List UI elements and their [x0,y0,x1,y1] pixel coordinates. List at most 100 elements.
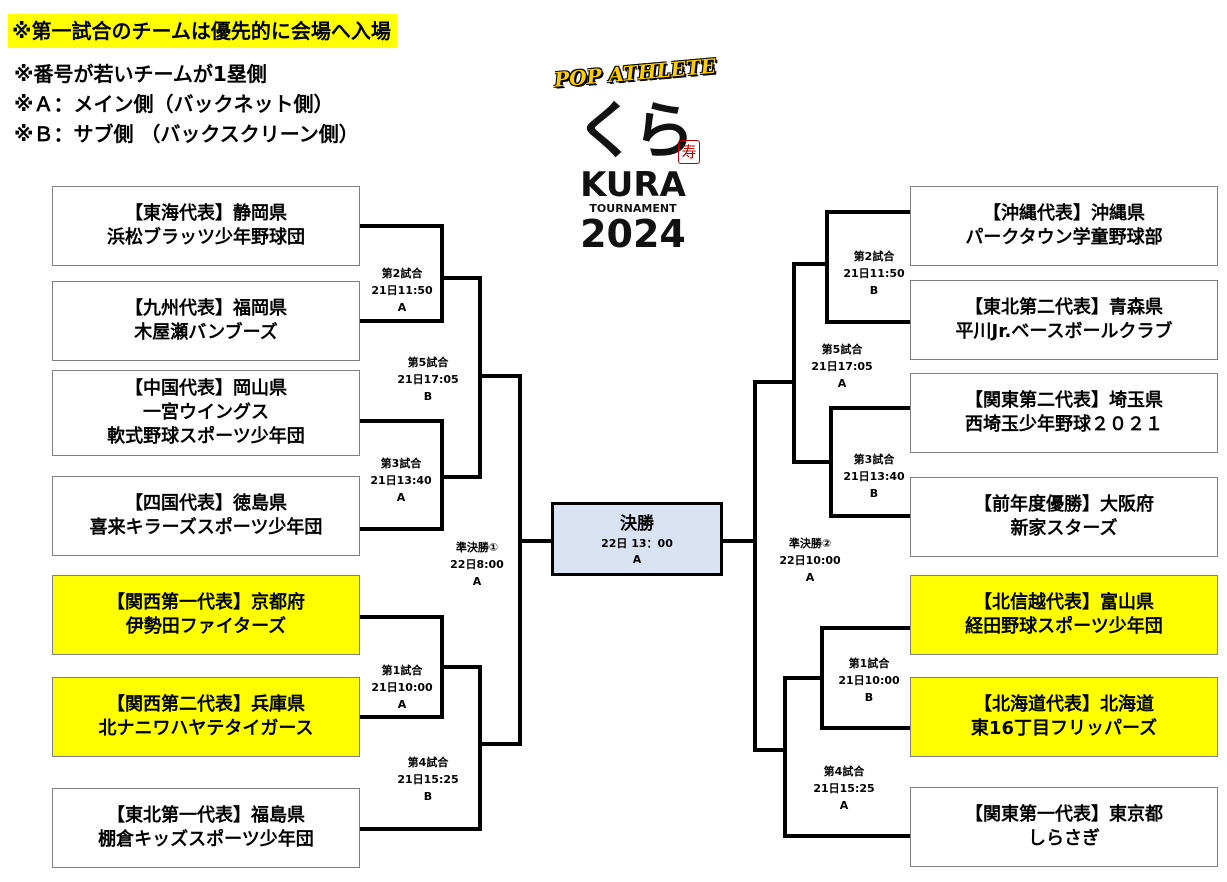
bracket-line [783,676,824,680]
bracket-line [783,834,910,838]
team-name: 平川Jr.ベースボールクラブ [955,321,1173,342]
team-region: 【関西第一代表】京都府 [107,592,305,613]
bracket-line [478,374,522,378]
bracket-line [440,475,482,479]
logo-tournament-text: TOURNAMENT [589,202,677,215]
team-region: 【東海代表】静岡県 [125,203,287,224]
team-left-7: 【東北第一代表】福島県 棚倉キッズスポーツ少年団 [52,788,360,868]
team-region: 【九州代表】福岡県 [125,298,287,319]
tournament-logo: POP ATHLETE くら 寿 KURA TOURNAMENT 2024 [550,48,717,256]
team-right-7: 【関東第一代表】東京都 しらさぎ [910,787,1218,867]
bracket-line [478,742,522,746]
bracket-line [820,726,910,730]
team-region: 【東北第二代表】青森県 [965,297,1163,318]
bracket-line [753,380,757,752]
bracket-line [825,210,829,324]
bracket-line [360,419,444,423]
team-region: 【中国代表】岡山県 [125,378,287,399]
bracket-line [783,676,787,838]
first-base-note: ※番号が若いチームが1塁側 [14,62,267,86]
team-name: 浜松ブラッツ少年野球団 [107,227,305,248]
bracket-line [792,262,829,266]
team-region: 【関西第二代表】兵庫県 [107,694,305,715]
bracket-line [360,319,444,323]
bracket-line [360,827,482,831]
team-name: パークタウン学童野球部 [965,227,1163,248]
final-time: 22日 13：00 [601,537,673,550]
team-right-3: 【関東第二代表】埼玉県 西埼玉少年野球２０２１ [910,373,1218,453]
team-right-2: 【東北第二代表】青森県 平川Jr.ベースボールクラブ [910,280,1218,360]
bracket-line [440,224,444,323]
bracket-line [792,262,796,464]
team-name: 東16丁目フリッパーズ [970,718,1158,739]
bracket-line [829,514,910,518]
team-region: 【沖縄代表】沖縄県 [983,203,1145,224]
bracket-line [518,374,522,746]
priority-entry-note: ※第一試合のチームは優先的に会場へ入場 [8,14,397,48]
team-region: 【北海道代表】北海道 [974,694,1154,715]
team-left-5: 【関西第一代表】京都府 伊勢田ファイターズ [52,575,360,655]
team-right-4: 【前年度優勝】大阪府 新家スターズ [910,477,1218,557]
team-region: 【東北第一代表】福島県 [107,805,305,826]
final-title: 決勝 [620,514,654,534]
team-right-1: 【沖縄代表】沖縄県 パークタウン学童野球部 [910,186,1218,266]
logo-year: 2024 [580,212,686,256]
bracket-line [360,224,444,228]
bracket-line [825,210,910,214]
team-left-3: 【中国代表】岡山県 一宮ウイングス 軟式野球スポーツ少年団 [52,370,360,456]
team-right-6: 【北海道代表】北海道 東16丁目フリッパーズ [910,677,1218,757]
field-a-note: ※Ａ：メイン側（バックネット側） [14,92,334,116]
team-right-5: 【北信越代表】富山県 経田野球スポーツ少年団 [910,575,1218,655]
bracket-line [792,460,833,464]
team-region: 【北信越代表】富山県 [974,592,1154,613]
team-name: 経田野球スポーツ少年団 [965,616,1163,637]
team-region: 【関東第二代表】埼玉県 [965,390,1163,411]
pop-athlete-logo: POP ATHLETE [553,53,717,92]
field-b-note: ※Ｂ：サブ側 （バックスクリーン側） [14,122,359,146]
team-name: 伊勢田ファイターズ [125,616,287,637]
bracket-line [825,320,910,324]
team-region: 【前年度優勝】大阪府 [974,494,1154,515]
team-name: しらさぎ [1028,828,1100,849]
team-left-6: 【関西第二代表】兵庫県 北ナニワハヤテタイガース [52,677,360,757]
team-name: 木屋瀬バンブーズ [134,322,278,343]
bracket-line [518,539,553,543]
team-name-line2: 軟式野球スポーツ少年団 [107,426,305,447]
bracket-line [753,380,796,384]
team-region: 【四国代表】徳島県 [125,493,287,514]
team-name: 西埼玉少年野球２０２１ [965,414,1163,435]
team-name: 一宮ウイングス [143,402,269,423]
kura-mark: くら [574,94,695,167]
bracket-line [820,626,910,630]
bracket-line [440,276,482,280]
logo-kura-text: KURA [580,165,686,205]
team-name: 棚倉キッズスポーツ少年団 [98,829,314,850]
bracket-line [753,748,787,752]
final-field: A [632,553,642,566]
team-name: 喜来キラーズスポーツ少年団 [89,517,323,538]
team-name: 新家スターズ [1010,518,1118,539]
bracket-line [360,527,444,531]
bracket-line [478,665,482,831]
bracket-line [360,715,444,719]
team-left-1: 【東海代表】静岡県 浜松ブラッツ少年野球団 [52,186,360,266]
bracket-line [829,406,910,410]
team-left-2: 【九州代表】福岡県 木屋瀬バンブーズ [52,281,360,361]
bracket-line [360,615,444,619]
team-region: 【関東第一代表】東京都 [965,804,1163,825]
bracket-line [721,539,757,543]
bracket-line [440,665,482,669]
team-name: 北ナニワハヤテタイガース [98,718,314,739]
